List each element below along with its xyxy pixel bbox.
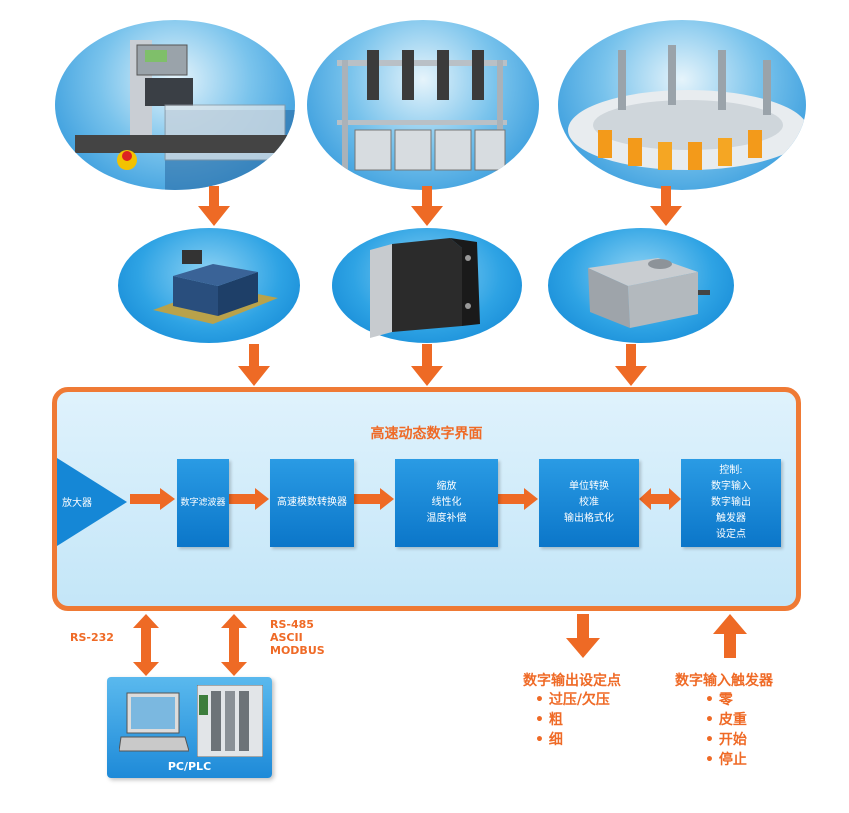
- laptop-icon: [119, 692, 189, 752]
- unit-line: 校准: [579, 497, 599, 508]
- diagram-title: 高速动态数字界面: [370, 426, 483, 442]
- digital-input-item: • 皮重: [705, 712, 747, 728]
- rs232-label: RS-232: [70, 631, 114, 644]
- arrow-adc-to-scaling: [354, 488, 394, 510]
- pc-plc-box: PC/PLC: [107, 677, 272, 778]
- digital-input-item: • 开始: [705, 732, 747, 748]
- arrow-photo2-down: [411, 186, 443, 226]
- control-line: 数字输出: [711, 497, 751, 508]
- adc-label: 高速模数转换器: [277, 497, 347, 508]
- rs485-line: MODBUS: [270, 644, 325, 657]
- scaling-block: 缩放 线性化 温度补偿: [395, 459, 498, 547]
- digital-input-item: • 零: [705, 692, 733, 708]
- scaling-line: 线性化: [431, 497, 462, 508]
- sensor-platform-load-cell: [118, 228, 300, 343]
- arrow-unit-control-bidirectional: [639, 488, 681, 510]
- plc-icon: [197, 685, 263, 757]
- unit-line: 单位转换: [569, 481, 609, 492]
- arrow-sensor3-down: [615, 344, 647, 386]
- control-line: 设定点: [716, 529, 746, 540]
- arrow-photo1-down: [198, 186, 230, 226]
- control-line: 触发器: [716, 513, 746, 524]
- digital-filter-label: 数字滤波器: [180, 498, 226, 508]
- scaling-line: 温度补偿: [426, 513, 467, 524]
- unit-line: 输出格式化: [564, 513, 614, 524]
- arrow-scaling-to-unit: [498, 488, 538, 510]
- scaling-line: 缩放: [436, 481, 457, 492]
- amplifier-label: 放大器: [62, 498, 92, 509]
- arrow-sensor2-down: [411, 344, 443, 386]
- sensor-single-point-load-cell: [548, 228, 734, 343]
- digital-output-item: • 过压/欠压: [535, 692, 610, 708]
- control-block: 控制: 数字输入 数字输出 触发器 设定点: [681, 459, 781, 547]
- pc-plc-label: PC/PLC: [167, 760, 212, 773]
- arrow-amp-to-filter: [130, 488, 175, 510]
- arrow-digital-output-down: [566, 614, 600, 658]
- rs485-labels: RS-485 ASCII MODBUS: [270, 618, 325, 657]
- arrow-rs232-bidirectional: [133, 614, 159, 676]
- amplifier-triangle: [57, 458, 127, 546]
- digital-input-item: • 停止: [705, 752, 747, 768]
- arrow-filter-to-adc: [229, 488, 269, 510]
- arrow-digital-input-up: [713, 614, 747, 658]
- arrow-sensor1-down: [238, 344, 270, 386]
- unit-conversion-block: 单位转换 校准 输出格式化: [539, 459, 639, 547]
- digital-output-title: 数字输出设定点: [523, 673, 621, 689]
- adc-block: 高速模数转换器: [270, 459, 354, 547]
- digital-output-item: • 细: [535, 732, 563, 748]
- arrow-rs485-bidirectional: [221, 614, 247, 676]
- digital-output-item: • 粗: [535, 712, 563, 728]
- photo-rotary-filler: [558, 20, 806, 190]
- digital-filter-block: 数字滤波器: [177, 459, 229, 547]
- control-line: 数字输入: [711, 481, 751, 492]
- sensor-s-type-load-cell: [332, 228, 522, 343]
- control-line: 控制:: [719, 465, 743, 476]
- digital-input-title: 数字输入触发器: [675, 673, 773, 689]
- photo-checkweigher: [55, 20, 295, 190]
- photo-multihead-filler: [307, 20, 539, 190]
- rs485-line: ASCII: [270, 631, 303, 644]
- rs485-line: RS-485: [270, 618, 314, 631]
- arrow-photo3-down: [650, 186, 682, 226]
